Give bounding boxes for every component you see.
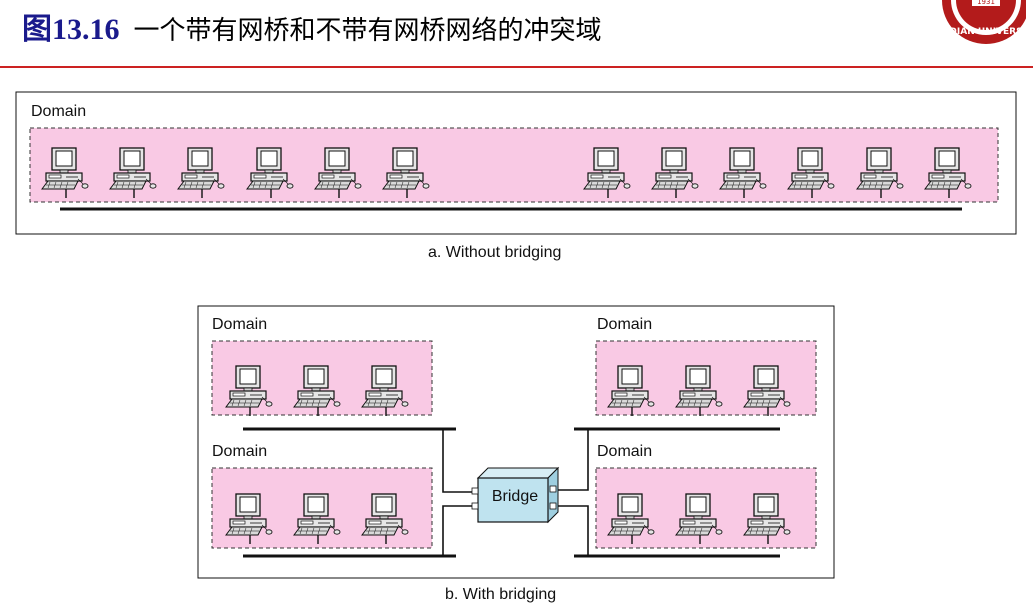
svg-text:DIAN UNIVERS: DIAN UNIVERS — [949, 27, 1022, 37]
link-top-right — [556, 429, 589, 491]
figure-number: 图13.16 — [22, 13, 120, 46]
bridge-device — [471, 466, 560, 524]
domain-box-a — [29, 127, 999, 203]
domain-label-top-left: Domain — [212, 316, 268, 333]
svg-text:1931: 1931 — [977, 0, 995, 6]
university-seal-logo: 1931 DIAN UNIVERS — [942, 0, 1026, 44]
caption-with-bridging: b. With bridging — [445, 586, 557, 603]
domain-label-top-right: Domain — [597, 316, 653, 333]
domain-label-bottom-left: Domain — [212, 443, 268, 460]
domain-label-a: Domain — [31, 103, 87, 120]
domain-label-bottom-right: Domain — [597, 443, 653, 460]
bridge-label: Bridge — [491, 488, 539, 505]
slide-header: 图13.16 一个带有网桥和不带有网桥网络的冲突域 1931 DIAN UNIVE… — [0, 0, 1033, 72]
link-bottom-right — [556, 505, 589, 556]
header-divider — [0, 66, 1033, 68]
link-bottom-left — [442, 505, 472, 556]
link-top-left — [442, 429, 472, 493]
page-title: 图13.16 一个带有网桥和不带有网桥网络的冲突域 — [22, 8, 602, 52]
caption-without-bridging: a. Without bridging — [428, 244, 562, 261]
figure-title: 一个带有网桥和不带有网桥网络的冲突域 — [133, 16, 602, 46]
